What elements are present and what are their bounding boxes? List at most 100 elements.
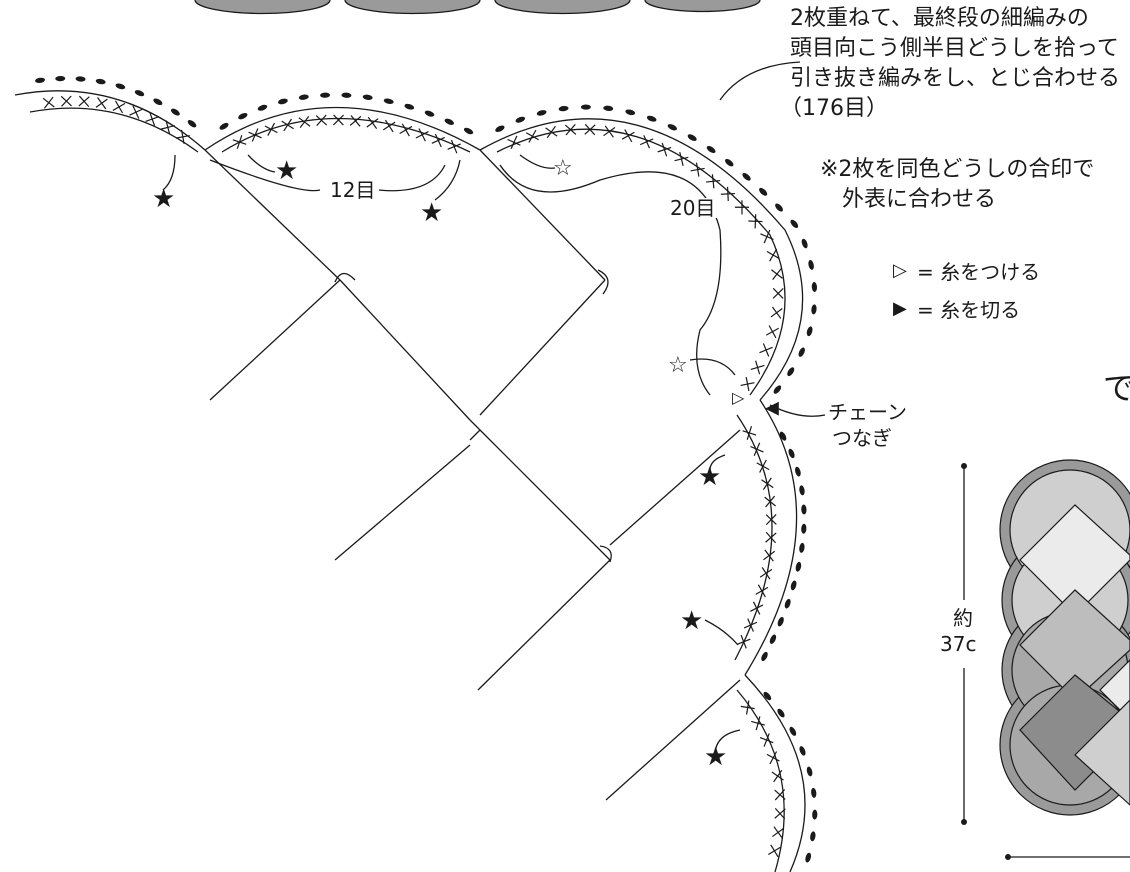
diag-3 <box>209 279 341 401</box>
single-crochet-symbol <box>332 114 344 126</box>
filled-star-12-left: ★ <box>275 156 299 186</box>
scallop-inner-right <box>496 128 786 396</box>
single-crochet-symbol <box>60 95 72 107</box>
slip-stitch-mark <box>219 122 229 130</box>
single-crochet-symbol <box>740 376 755 392</box>
single-crochet-symbol <box>248 128 262 142</box>
single-crochet-symbol <box>232 135 247 149</box>
single-crochet-symbol <box>751 716 766 731</box>
thumb-square-5 <box>1074 699 1130 806</box>
slip-stitch-mark <box>603 105 614 111</box>
motif-square-outlines <box>14 0 1130 872</box>
single-crochet-symbol <box>771 268 783 281</box>
slip-stitch-mark <box>805 852 812 863</box>
slip-stitch-mark <box>625 109 636 116</box>
single-crochet-symbol <box>584 123 596 136</box>
leader-12-left-mid <box>209 159 321 192</box>
single-crochet-symbol <box>674 151 689 166</box>
leader-12-right <box>377 164 446 192</box>
leader-open-star-top <box>519 154 556 169</box>
dimension-dot-left <box>1005 854 1011 860</box>
slip-stitch-mark <box>799 746 806 756</box>
slip-stitch-mark <box>777 708 785 718</box>
single-crochet-symbol <box>621 129 635 143</box>
filled-star-lower-3: ★ <box>704 742 728 772</box>
corner-curve-3 <box>469 419 481 441</box>
single-crochet-symbol <box>415 128 429 142</box>
single-crochet-symbol <box>750 360 765 375</box>
diag-8 <box>609 429 741 546</box>
single-crochet-symbol <box>763 549 776 562</box>
slip-stitch-mark <box>795 466 801 477</box>
slip-stitch-mark <box>667 124 677 131</box>
leader-chain <box>769 404 826 417</box>
cut-yarn-text: = 糸を切る <box>917 298 1021 322</box>
slip-stitch-mark <box>115 83 126 90</box>
slip-stitch-mark <box>789 726 797 736</box>
single-crochet-symbol <box>639 135 654 149</box>
single-crochet-symbol <box>447 139 461 154</box>
slip-stitch-mark <box>277 98 288 105</box>
slip-stitch-mark <box>463 127 474 135</box>
filled-star-12-right: ★ <box>420 198 444 228</box>
slip-stitch-mark <box>763 691 772 701</box>
filled-star-lower-2: ★ <box>680 606 704 636</box>
corner-curve-4 <box>599 545 612 563</box>
corner-curve-2 <box>597 269 609 295</box>
slip-stitch-mark <box>810 831 816 842</box>
slip-stitch-mark <box>515 116 526 123</box>
dimension-dot-bottom <box>961 819 967 825</box>
scallop-outer-bottom <box>744 674 806 872</box>
single-crochet-symbol <box>759 733 774 747</box>
leader-star-2 <box>704 619 739 646</box>
scallop-inner-bottom <box>736 689 785 872</box>
slip-stitch-mark <box>646 115 657 122</box>
slip-stitch-mark <box>495 125 505 132</box>
single-crochet-symbol <box>768 844 781 858</box>
open-star-top: ☆ <box>553 156 573 181</box>
single-crochet-symbol <box>772 287 784 299</box>
slip-stitch-mark <box>784 598 791 609</box>
finished-blanket-thumbnail <box>999 459 1130 816</box>
scallop-outer-lower <box>744 399 798 676</box>
top-circle-4 <box>644 0 761 13</box>
stitch-count-12: 12目 <box>326 180 380 200</box>
single-crochet-symbol <box>112 100 126 114</box>
single-crochet-symbol <box>759 567 773 580</box>
leader-12-star-right <box>434 159 461 201</box>
slip-stitch-mark <box>790 219 799 228</box>
filled-star-lower-1: ★ <box>698 462 722 492</box>
slip-stitch-mark <box>808 259 814 270</box>
slip-stitch-mark <box>801 238 808 249</box>
chain-join-label-2: つなぎ <box>832 426 892 450</box>
single-crochet-symbol <box>770 306 783 319</box>
single-crochet-symbol <box>772 826 785 839</box>
single-crochet-symbol <box>160 120 175 135</box>
single-crochet-symbol <box>366 116 379 129</box>
diag-7 <box>479 429 611 561</box>
slip-stitch-mark <box>779 431 787 441</box>
slip-stitch-mark <box>811 787 817 798</box>
diag-1 <box>204 149 341 281</box>
slip-stitch-mark <box>404 103 415 110</box>
single-crochet-symbol <box>750 442 764 457</box>
slip-stitch-mark <box>777 616 784 627</box>
thumb-square-1 <box>1019 504 1130 616</box>
single-crochet-symbol <box>766 248 780 262</box>
single-crochet-symbol <box>759 343 773 357</box>
slip-stitch-mark <box>383 98 394 104</box>
slip-stitch-mark <box>444 118 454 125</box>
diag-10 <box>605 679 741 801</box>
slip-stitch-mark <box>238 112 248 120</box>
slip-stitch-mark <box>787 367 795 377</box>
slip-stitch-mark <box>170 108 180 116</box>
slip-stitch-mark <box>257 104 268 111</box>
single-crochet-symbol <box>95 97 108 110</box>
single-crochet-symbol <box>750 601 764 615</box>
single-crochet-symbol <box>755 584 769 598</box>
attach-yarn-marker: ▷ <box>732 388 745 407</box>
slip-stitch-mark <box>761 651 768 662</box>
slip-stitch-mark <box>801 504 807 515</box>
single-crochet-symbol <box>657 142 672 157</box>
